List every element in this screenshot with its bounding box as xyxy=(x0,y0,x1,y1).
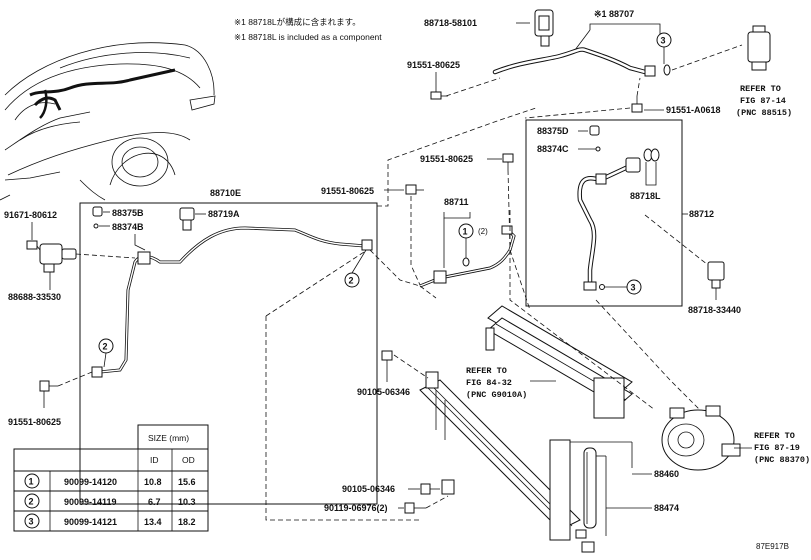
vehicle-front-illustration xyxy=(0,42,216,201)
refer-fig-87-14: REFER TO FIG 87-14 (PNC 88515) xyxy=(736,84,792,118)
table-col-od: OD xyxy=(182,455,195,465)
table-row-num-2-text: 2 xyxy=(29,497,34,507)
table-col-id: ID xyxy=(150,455,159,465)
callout-1-text: 1 xyxy=(463,227,468,237)
size-table: SIZE (mm) ID OD 1 90099-14120 10.8 15.6 … xyxy=(13,424,209,532)
refer-fig-84-32: REFER TO FIG 84-32 (PNC G9010A) xyxy=(466,366,527,400)
table-row-1-id: 10.8 xyxy=(144,477,162,487)
bolt-icon xyxy=(404,502,426,514)
table-row-num-2 xyxy=(24,493,40,509)
liquid-pipe-88710e xyxy=(91,226,373,378)
refer-fig-87-19: REFER TO FIG 87-19 (PNC 88370) xyxy=(754,431,810,465)
table-row-3-part: 90099-14121 xyxy=(64,517,117,527)
callout-3-top-text: 3 xyxy=(661,36,666,46)
svg-text:FIG 84-32: FIG 84-32 xyxy=(466,378,512,388)
suction-hose-88707 xyxy=(492,47,656,77)
note-jp: ※1 88718Lが構成に含まれます。 xyxy=(234,17,361,27)
receiver-88474 xyxy=(575,447,597,553)
cap-icon xyxy=(589,125,600,136)
label-90119-06976: 90119-06976(2) xyxy=(324,503,388,513)
table-row-num-3 xyxy=(24,513,40,529)
condenser-88460 xyxy=(419,371,581,541)
label-91551-80625-a: 91551-80625 xyxy=(407,60,460,70)
label-88707: ※1 88707 xyxy=(594,9,634,19)
label-88375d: 88375D xyxy=(537,126,569,136)
svg-text:(PNC G9010A): (PNC G9010A) xyxy=(466,390,527,400)
diagram-code: 87E917B xyxy=(756,542,789,551)
table-row-3-id: 13.4 xyxy=(144,517,162,527)
svg-text:REFER TO: REFER TO xyxy=(740,84,781,94)
callout-3-mid-text: 3 xyxy=(631,283,636,293)
bolt-icon xyxy=(405,184,424,195)
label-90105-06346-a: 90105-06346 xyxy=(357,387,410,397)
discharge-hose-88712 xyxy=(577,157,641,291)
label-88374c: 88374C xyxy=(537,144,569,154)
o-ring-icon xyxy=(599,284,605,290)
group-box-88712 xyxy=(525,119,683,307)
note-en: ※1 88718L is included as a component xyxy=(234,32,382,42)
table-row-num-1 xyxy=(24,473,40,489)
label-91551-80625-b: 91551-80625 xyxy=(420,154,473,164)
table-row-1-od: 15.6 xyxy=(178,477,196,487)
label-88719a: 88719A xyxy=(208,209,240,219)
bolt-icon xyxy=(26,240,38,250)
label-88711-qty: (2) xyxy=(478,227,488,236)
svg-text:REFER TO: REFER TO xyxy=(466,366,507,376)
label-88474: 88474 xyxy=(654,503,679,513)
label-88718-58101: 88718-58101 xyxy=(424,18,477,28)
label-88374b: 88374B xyxy=(112,222,144,232)
bolt-icon xyxy=(430,91,448,100)
label-88718l: 88718L xyxy=(630,191,661,201)
label-91551-a0618: 91551-A0618 xyxy=(666,105,721,115)
svg-text:FIG 87-19: FIG 87-19 xyxy=(754,443,800,453)
table-row-2-part: 90099-14119 xyxy=(64,497,117,507)
clamp-88688-33530 xyxy=(39,243,77,273)
expansion-valve-icon xyxy=(747,25,771,71)
label-91671-80612: 91671-80612 xyxy=(4,210,57,220)
cap-icon xyxy=(92,206,103,217)
label-90105-06346-b: 90105-06346 xyxy=(342,484,395,494)
callout-3-mid xyxy=(626,279,642,295)
label-88711: 88711 xyxy=(444,197,469,207)
label-88710e: 88710E xyxy=(210,188,241,198)
valve-core-icon xyxy=(595,146,601,152)
radiator-reference xyxy=(485,305,633,419)
bolt-icon xyxy=(420,483,440,495)
bolt-icon xyxy=(39,380,58,392)
bolt-icon xyxy=(502,153,514,170)
table-title: SIZE (mm) xyxy=(148,433,189,443)
svg-text:(PNC 88370): (PNC 88370) xyxy=(754,455,810,465)
callout-2-left-text: 2 xyxy=(103,342,108,352)
table-row-1-part: 90099-14120 xyxy=(64,477,117,487)
pressure-fitting-88718-58101 xyxy=(534,9,554,47)
label-91551-80625-c: 91551-80625 xyxy=(321,186,374,196)
label-88712: 88712 xyxy=(689,209,714,219)
svg-text:FIG 87-14: FIG 87-14 xyxy=(740,96,786,106)
o-ring-icon xyxy=(462,257,470,267)
compressor-reference xyxy=(661,405,741,471)
svg-text:REFER TO: REFER TO xyxy=(754,431,795,441)
table-row-num-3-text: 3 xyxy=(29,517,34,527)
bracket-88718-33440 xyxy=(707,261,725,289)
table-row-3-od: 18.2 xyxy=(178,517,196,527)
bolt-icon xyxy=(381,350,393,366)
o-ring-icon xyxy=(650,148,660,162)
table-row-num-1-text: 1 xyxy=(29,477,34,487)
svg-text:(PNC 88515): (PNC 88515) xyxy=(736,108,792,118)
group-box-88710e xyxy=(79,202,378,505)
label-88375b: 88375B xyxy=(112,208,144,218)
label-91551-80625-d: 91551-80625 xyxy=(8,417,61,427)
table-row-2-od: 10.3 xyxy=(178,497,196,507)
label-88688-33530: 88688-33530 xyxy=(8,292,61,302)
label-88718-33440: 88718-33440 xyxy=(688,305,741,315)
valve-core-icon xyxy=(93,223,99,229)
callout-2-right-text: 2 xyxy=(349,276,354,286)
table-row-2-id: 6.7 xyxy=(148,497,161,507)
bolt-icon xyxy=(631,96,643,113)
pressure-switch-88719a xyxy=(179,207,195,231)
label-88460: 88460 xyxy=(654,469,679,479)
